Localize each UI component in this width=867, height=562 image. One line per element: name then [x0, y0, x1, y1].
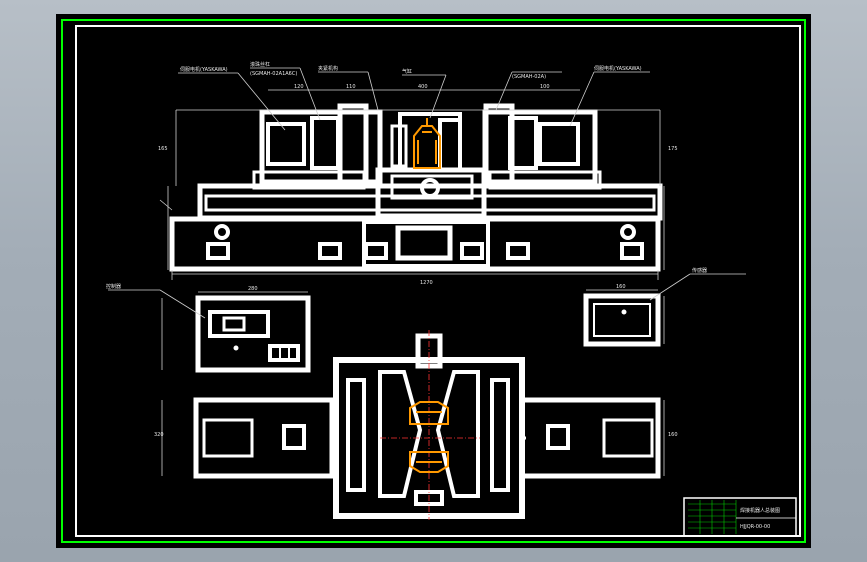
- side-view-left: [195, 295, 311, 373]
- callout-servo-left-model: (SGMAH-02A1A6C): [250, 71, 297, 77]
- sheet-border-outer: [61, 19, 806, 543]
- front-view: [169, 103, 663, 272]
- plan-view: [193, 333, 661, 519]
- callout-servo-right: 伺服电机(YASKAWA): [594, 65, 642, 72]
- plan-dimensions: [161, 400, 665, 476]
- dim-seg-b: 110: [346, 84, 356, 90]
- dim-box-right-w: 160: [616, 284, 626, 290]
- callout-cylinder-right: 气缸: [402, 68, 412, 75]
- sheet-border-inner: [75, 25, 801, 537]
- side-dimensions: [108, 273, 746, 370]
- left-carriage: [259, 109, 383, 185]
- dim-height-b: 175: [668, 146, 678, 152]
- dim-box-left-w: 280: [248, 286, 258, 292]
- workpiece-plan: [409, 401, 449, 473]
- plan-dimension-text: 320 160: [154, 432, 678, 438]
- callout-controller: 控制器: [106, 283, 121, 290]
- drawing-canvas: [56, 14, 811, 548]
- plan-centerlines: [380, 330, 480, 520]
- dim-seg-c: 100: [540, 84, 550, 90]
- dim-top-total: 400: [418, 84, 428, 90]
- side-text: 280 160 控制器 传感器: [106, 267, 707, 292]
- callout-clamp: 夹紧机构: [318, 65, 338, 72]
- front-callouts: [178, 67, 650, 131]
- dim-seg-a: 120: [294, 84, 304, 90]
- front-dimensions: [159, 89, 665, 280]
- dim-height-a: 165: [158, 146, 168, 152]
- dim-plan-h2: 160: [668, 432, 678, 438]
- dim-overall-width: 1270: [420, 280, 433, 286]
- title-block-drawing-no: HJJQR-00-00: [740, 524, 770, 530]
- title-block-title: 焊接机器人总装图: [740, 507, 780, 514]
- callout-sensor: 传感器: [692, 267, 707, 274]
- front-dimension-text: 400 120 110 100 1270 165 175: [158, 84, 678, 286]
- workpiece-front: [413, 118, 441, 169]
- title-block: 焊接机器人总装图 HJJQR-00-00: [683, 497, 797, 537]
- dim-plan-h1: 320: [154, 432, 164, 438]
- callout-servo-right-model: (SGMAH-02A): [512, 74, 546, 80]
- front-callout-text: 伺服电机(YASKAWA) (SGMAH-02A1A6C) 滚珠丝杠 夹紧机构 …: [180, 61, 642, 80]
- callout-servo-left: 伺服电机(YASKAWA): [180, 66, 228, 73]
- side-view-right: [583, 293, 661, 347]
- callout-ballscrew-left: 滚珠丝杠: [250, 61, 270, 68]
